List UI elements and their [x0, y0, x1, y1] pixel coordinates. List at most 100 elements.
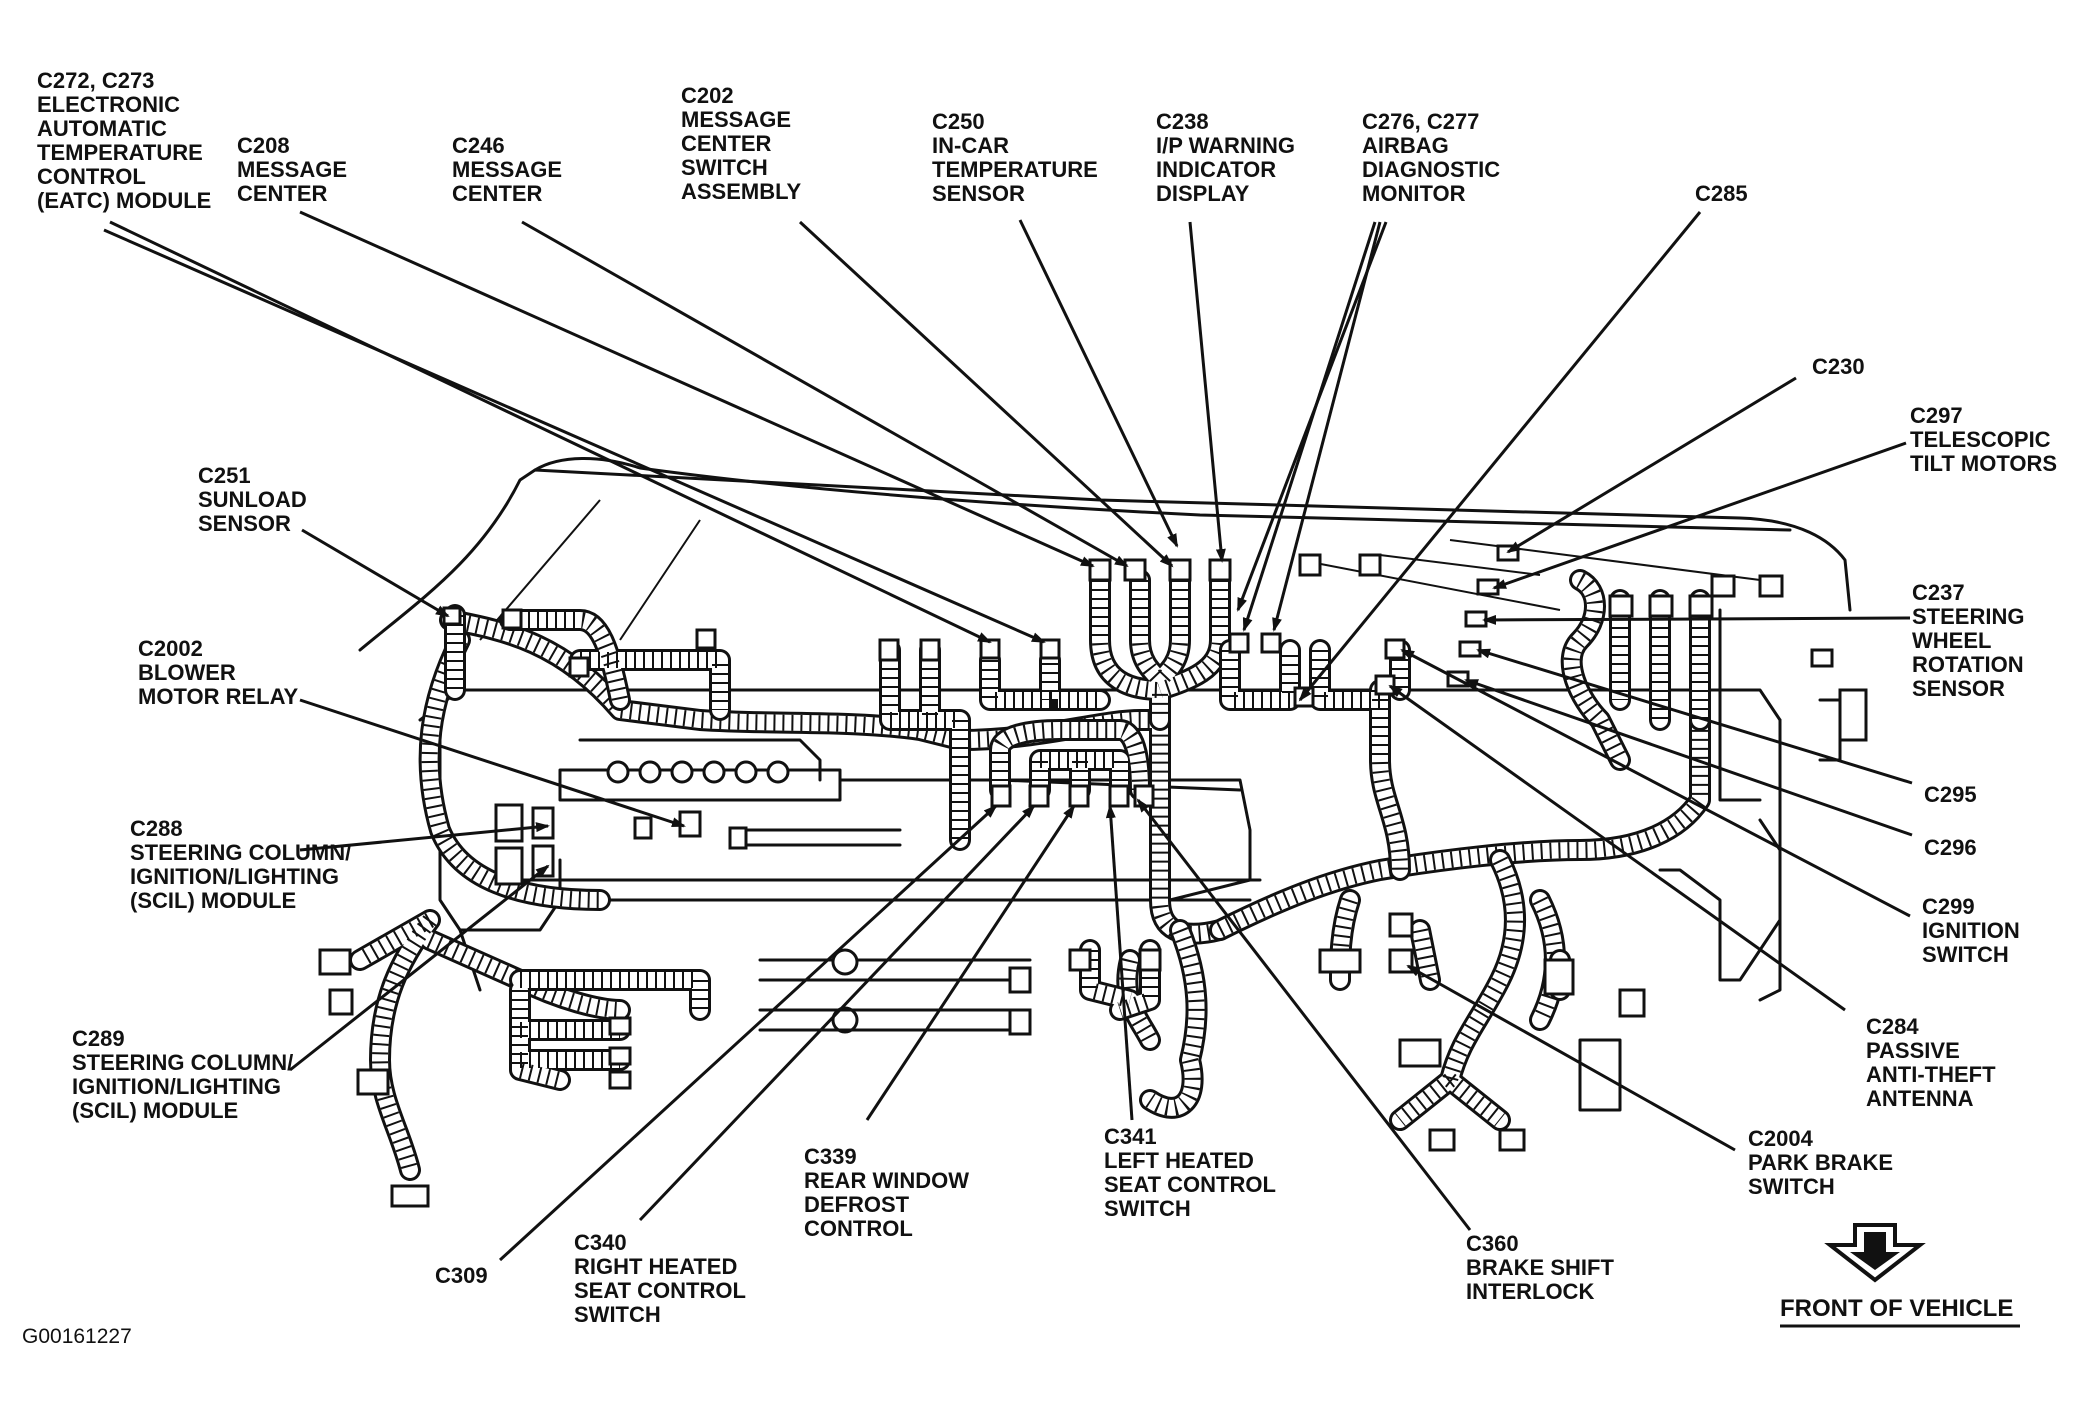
connector — [1008, 966, 1032, 994]
leader-c285 — [1298, 211, 1702, 702]
connector-c284 — [1374, 674, 1396, 696]
connector — [390, 1184, 430, 1208]
connector — [1008, 1008, 1032, 1036]
front-of-vehicle-indicator: FRONT OF VEHICLE — [1780, 1223, 2020, 1328]
connector — [1838, 688, 1868, 742]
callout-c251: C251 SUNLOAD SENSOR — [198, 463, 313, 536]
callout-c339: C339 REAR WINDOW DEFROST CONTROL — [804, 1144, 975, 1241]
connector — [1688, 594, 1714, 618]
connector-c2002 — [678, 810, 702, 838]
connector — [1388, 912, 1414, 938]
harness-right-drop — [1329, 889, 1571, 1001]
connector-c2004 — [1388, 948, 1414, 974]
harness-right-connectors — [1560, 569, 1711, 771]
harness-lower-right — [1389, 849, 1566, 1131]
callout-labels: C272, C273 ELECTRONIC AUTOMATIC TEMPERAT… — [37, 68, 2057, 1327]
callout-c276: C276, C277 AIRBAG DIAGNOSTIC MONITOR — [1362, 109, 1506, 206]
connector — [501, 608, 523, 630]
leader-c284 — [1388, 684, 1846, 1012]
instrument-panel-rear-edge — [533, 457, 1792, 532]
leader-c202 — [798, 220, 1174, 568]
connector-c238 — [1208, 558, 1232, 582]
connector-c246 — [1123, 558, 1147, 582]
connector — [1318, 948, 1362, 974]
leader-c276-c — [1236, 221, 1388, 612]
connector — [608, 1046, 632, 1066]
callout-c340: C340 RIGHT HEATED SEAT CONTROL SWITCH — [574, 1230, 752, 1327]
harness-lower-left — [349, 909, 631, 1181]
leader-c296 — [1464, 678, 1913, 837]
connector — [1298, 553, 1322, 577]
harness-top-cluster — [1089, 569, 1231, 731]
leader-c360 — [1136, 798, 1472, 1231]
leader-c297 — [1492, 441, 1907, 590]
connector — [1618, 988, 1646, 1018]
connector — [1710, 574, 1736, 598]
callout-c238: C238 I/P WARNING INDICATOR DISPLAY — [1156, 109, 1301, 206]
front-of-vehicle-label: FRONT OF VEHICLE — [1780, 1295, 2013, 1322]
callout-c284: C284 PASSIVE ANTI-THEFT ANTENNA — [1866, 1014, 2002, 1111]
connector-c276 — [1228, 632, 1250, 654]
connector — [1810, 648, 1834, 668]
connector — [1543, 958, 1575, 996]
harness-mid-connectors — [979, 639, 1301, 711]
leader-c246 — [521, 220, 1129, 568]
callout-c250: C250 IN-CAR TEMPERATURE SENSOR — [932, 109, 1104, 206]
connector — [608, 1016, 632, 1036]
connector-c202 — [1168, 558, 1192, 582]
harness-left-drop — [879, 639, 971, 851]
connector — [919, 638, 941, 662]
connector-c295 — [1458, 640, 1482, 658]
connector — [356, 1068, 390, 1096]
connector — [1068, 948, 1092, 972]
panel-hole — [670, 760, 694, 784]
connector — [1648, 594, 1674, 618]
callout-c2002: C2002 BLOWER MOTOR RELAY — [138, 636, 298, 709]
leader-c238 — [1188, 221, 1226, 563]
leader-c309 — [498, 804, 998, 1262]
leader-c341 — [1105, 804, 1134, 1121]
harness-center-switches — [989, 719, 1151, 801]
callout-c288: C288 STEERING COLUMN/ IGNITION/LIGHTING … — [130, 816, 357, 913]
leader-c276-b — [1272, 221, 1382, 632]
connector-c208 — [1088, 558, 1112, 582]
connector-c341 — [1108, 784, 1130, 808]
connector — [633, 816, 653, 840]
panel-hole — [702, 760, 726, 784]
connector — [1138, 948, 1162, 972]
connector — [728, 826, 748, 850]
leader-c272-b — [103, 228, 1046, 644]
connector — [695, 628, 717, 650]
callout-c285: C285 — [1695, 181, 1748, 206]
leader-c288 — [299, 822, 550, 852]
connector — [1358, 553, 1382, 577]
panel-hole — [734, 760, 758, 784]
leader-c251 — [301, 528, 450, 618]
leader-c250 — [1018, 219, 1179, 548]
duct-ring — [831, 1006, 859, 1034]
callout-c299: C299 IGNITION SWITCH — [1922, 894, 2026, 967]
connector-c272 — [979, 638, 1001, 660]
panel-hole — [766, 760, 790, 784]
leader-c289 — [289, 864, 550, 1072]
leader-c339 — [865, 804, 1076, 1121]
panel-hole — [606, 760, 630, 784]
callout-c272: C272, C273 ELECTRONIC AUTOMATIC TEMPERAT… — [37, 68, 211, 213]
connector-c299 — [1384, 638, 1406, 660]
connector — [1608, 594, 1634, 618]
leader-c2002 — [299, 698, 686, 828]
callout-c296: C296 — [1924, 835, 1977, 860]
leader-c230 — [1506, 376, 1797, 554]
connector — [1758, 574, 1784, 598]
callout-c360: C360 BRAKE SHIFT INTERLOCK — [1466, 1231, 1620, 1304]
connector — [328, 988, 354, 1016]
callout-c208: C208 MESSAGE CENTER — [237, 133, 353, 206]
connector-c237 — [1464, 610, 1488, 628]
harness-top-branch — [499, 609, 731, 721]
callout-c230: C230 — [1812, 354, 1865, 379]
connector — [1398, 1038, 1442, 1068]
connector-c309 — [990, 784, 1012, 808]
connector-c289 — [494, 846, 524, 886]
harness-lower-branch — [509, 969, 711, 1091]
